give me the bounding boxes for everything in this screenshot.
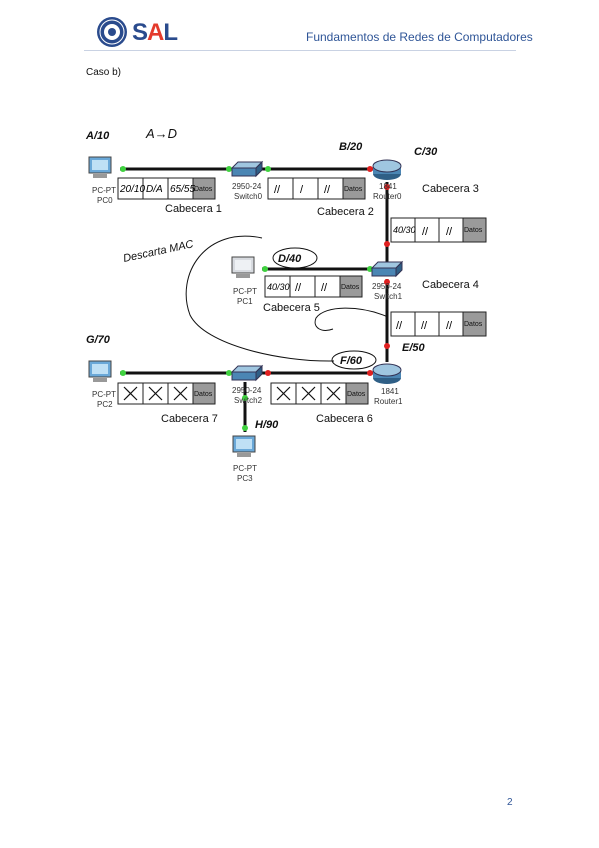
segment-label-a: A/10 [85,130,110,142]
router1-name: Router1 [374,397,403,406]
datos-label: Datos [194,186,213,193]
frame-cabecera-5: Datos 40/30 // // [264,275,363,298]
c1-field-2: D/A [146,184,163,195]
c2-field-3: // [324,184,331,196]
switch0-model: 2950-24 [232,182,262,191]
frame-cabecera-2: Datos // / // [267,177,366,200]
pc1-type: PC-PT [233,287,257,296]
c5-field-3: // [321,282,328,294]
datos-label: Datos [194,391,213,398]
c4-field-2: // [421,320,428,332]
router-icon [372,159,402,180]
switch-icon [230,160,264,178]
datos-label: Datos [464,321,483,328]
c1-field-1: 20/10 [119,184,145,195]
router0-name: Router0 [373,192,402,201]
router0-model: 1841 [379,182,397,191]
crossed-out-field-marks [276,386,341,401]
switch1-model: 2950-24 [372,282,402,291]
c4-field-1: // [396,320,403,332]
switch-icon [370,260,404,278]
switch-icon [230,364,264,382]
discard-arrow-path [185,235,335,362]
frame-cabecera-7: Datos [117,382,216,405]
pc0-name: PC0 [97,196,113,205]
cabecera-5-label: Cabecera 5 [263,302,320,314]
segment-label-b: B/20 [339,141,363,153]
pc3-type: PC-PT [233,464,257,473]
cabecera-6-label: Cabecera 6 [316,413,373,425]
segment-labels: A/10 B/20 C/30 D/40 E/50 F/60 G/70 H/90 [85,130,438,431]
segment-label-d: D/40 [278,253,302,265]
section-label: Caso b) [86,67,122,78]
cabecera-1-label: Cabecera 1 [165,203,222,215]
c3-field-2: // [422,226,429,238]
c4-field-3: // [446,320,453,332]
cabecera-2-label: Cabecera 2 [317,206,374,218]
datos-label: Datos [344,186,363,193]
pc3-name: PC3 [237,474,253,483]
router1-model: 1841 [381,387,399,396]
c3-field-1: 40/30 [393,225,416,235]
handwritten-strokes [185,235,389,370]
switch2-model: 2950-24 [232,386,262,395]
logo-seal-icon [97,17,127,47]
pc1-name: PC1 [237,297,253,306]
cabecera-3-label: Cabecera 3 [422,183,479,195]
switch1-arrow-path [314,307,389,331]
segment-label-g: G/70 [86,334,111,346]
segment-label-c: C/30 [414,146,438,158]
c2-field-1: // [274,184,281,196]
circle-f60 [331,350,377,370]
datos-label: Datos [347,391,366,398]
c1-field-3: 65/55 [170,184,195,195]
route-note: A→D [145,126,177,141]
c5-field-2: // [295,282,302,294]
frame-cabecera-4: Datos // // // [390,311,487,337]
c5-field-1: 40/30 [267,282,290,292]
datos-label: Datos [341,284,360,291]
pc-icon [88,156,112,178]
page-number: 2 [507,797,513,808]
pc0-type: PC-PT [92,186,116,195]
circle-d40 [272,247,318,269]
c3-field-3: // [446,226,453,238]
pc-icon [231,256,255,278]
switch0-name: Switch0 [234,192,263,201]
pc-icon [232,435,256,457]
router-icon [372,363,402,384]
document-title: Fundamentos de Redes de Computadores [306,30,533,44]
frame-cabecera-3: Datos 40/30 // // [390,217,487,243]
logo-wordmark: SAL [132,19,178,46]
cabecera-7-label: Cabecera 7 [161,413,218,425]
crossed-out-field-marks [123,386,188,401]
c2-field-2: / [300,184,304,196]
datos-label: Datos [464,227,483,234]
pc2-name: PC2 [97,400,113,409]
header-divider [84,50,516,51]
switch1-name: Switch1 [374,292,403,301]
logo [96,16,128,48]
frame-cabecera-1: Datos 20/10 D/A 65/55 [117,177,216,200]
segment-label-h: H/90 [255,419,279,431]
frame-cabecera-6: Datos [270,382,369,405]
segment-label-e: E/50 [402,342,426,354]
segment-label-f: F/60 [340,355,363,367]
pc2-type: PC-PT [92,390,116,399]
switch2-name: Switch2 [234,396,263,405]
cabecera-4-label: Cabecera 4 [422,279,479,291]
pc-icon [88,360,112,382]
